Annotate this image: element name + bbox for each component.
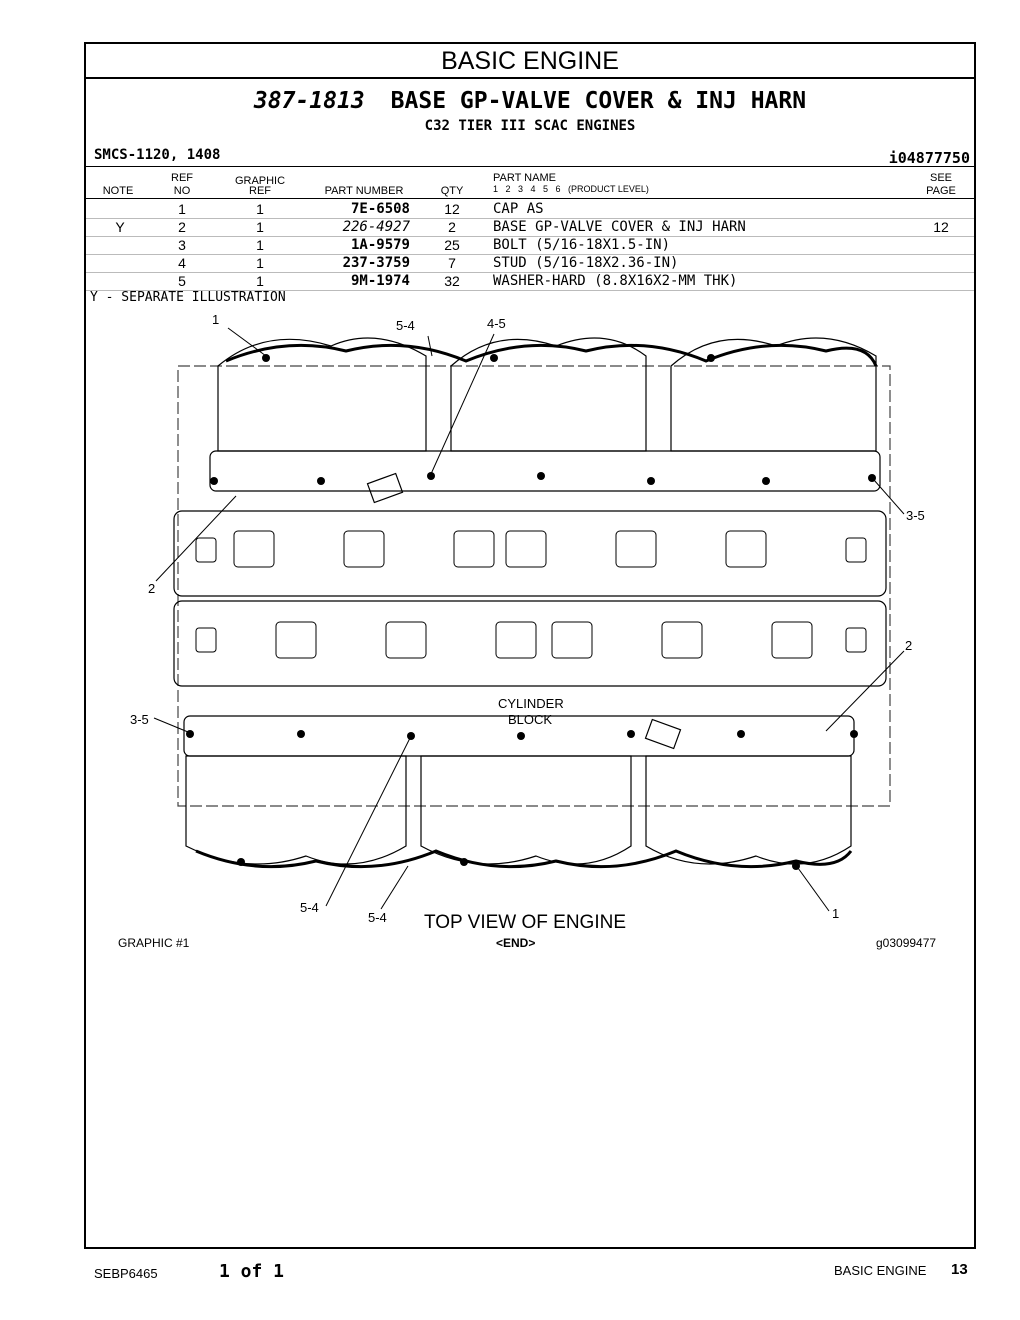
group-subtitle: C32 TIER III SCAC ENGINES [424,118,636,134]
hdr-part-number: PART NUMBER [324,185,404,197]
hdr-graphic-top: GRAPHIC [234,175,286,187]
hdr-ref-bottom: NO [173,185,191,197]
table-row: 1 1 7E-6508 12 CAP AS [86,200,974,219]
row-ref: 2 [178,219,186,235]
row-ref: 1 [178,201,186,217]
group-name: BASE GP-VALVE COVER & INJ HARN [390,88,807,114]
table-row: 3 1 1A-9579 25 BOLT (5/16-18X1.5-IN) [86,236,974,255]
row-graphic: 1 [256,201,264,217]
row-ref: 5 [178,273,186,289]
row-ref: 4 [178,255,186,271]
upper-ports [195,530,867,568]
hdr-ref-top: REF [171,172,193,184]
row-qty: 7 [448,255,456,271]
callout-3-5-left: 3-5 [130,712,149,727]
row-qty: 25 [444,237,460,253]
row-graphic: 1 [256,255,264,271]
row-part-name: BASE GP-VALVE COVER & INJ HARN [493,219,746,235]
leader-lines [153,327,905,912]
callout-1-top: 1 [212,312,219,327]
row-part-name: BOLT (5/16-18X1.5-IN) [493,237,671,253]
row-part-number: 226-4927 [342,219,410,235]
engine-top-view-illustration: 1 5-4 4-5 3-5 2 2 3-5 5-4 5-4 1 CYLINDER… [130,312,925,933]
graphic-label: GRAPHIC #1 [118,936,190,950]
hdr-note: NOTE [102,185,134,197]
hdr-part-name: PART NAME [493,172,556,184]
row-qty: 12 [444,201,460,217]
row-part-number: 9M-1974 [350,273,410,289]
table-row: Y 2 1 226-4927 2 BASE GP-VALVE COVER & I… [86,218,974,237]
lower-harness [195,849,853,869]
engine-outline [177,365,891,807]
upper-base-plate [209,450,881,492]
row-qty: 32 [444,273,460,289]
row-part-name: WASHER-HARD (8.8X16X2-MM THK) [493,273,738,289]
lower-cover-1 [185,755,407,865]
row-note: Y [115,219,125,235]
note-legend: Y - SEPARATE ILLUSTRATION [90,290,286,305]
callout-3-5-right: 3-5 [906,508,925,523]
row-graphic: 1 [256,219,264,235]
upper-cover-1 [217,337,427,452]
callout-2-right: 2 [905,638,912,653]
hdr-graphic-bottom: REF [249,185,271,197]
view-title: TOP VIEW OF ENGINE [424,912,626,933]
graphic-id: g03099477 [876,936,937,950]
callout-5-4-bottom-b: 5-4 [368,910,387,925]
footer-section: BASIC ENGINE [834,1263,927,1278]
hdr-see-bottom: PAGE [926,185,956,197]
doc-id: SEBP6465 [94,1266,158,1281]
row-ref: 3 [178,237,186,253]
cylinder-head-lower [173,600,887,687]
callout-5-4-top: 5-4 [396,318,415,333]
row-see-page[interactable]: 12 [933,219,949,235]
lower-ports [195,621,867,659]
callout-1-bottom: 1 [832,906,839,921]
bolts [186,354,876,870]
page-of: 1 of 1 [219,1261,285,1282]
callout-2-left: 2 [148,581,155,596]
end-marker: <END> [496,936,536,950]
callout-4-5-top: 4-5 [487,316,506,331]
hdr-qty: QTY [440,185,464,197]
lower-cover-3 [645,755,852,865]
row-qty: 2 [448,219,456,235]
row-part-number: 1A-9579 [350,237,410,253]
cylinder-block-label-2: BLOCK [508,712,552,727]
cylinder-head-upper [173,510,887,597]
upper-harness [225,343,878,367]
section-title: BASIC ENGINE [86,44,974,79]
table-row: 5 1 9M-1974 32 WASHER-HARD (8.8X16X2-MM … [86,272,974,291]
row-graphic: 1 [256,273,264,289]
lower-cover-2 [420,755,632,865]
header-rule-top [86,166,974,167]
table-row: 4 1 237-3759 7 STUD (5/16-18X2.36-IN) [86,254,974,273]
row-part-name: STUD (5/16-18X2.36-IN) [493,255,679,271]
smcs-code: SMCS-1120, 1408 [94,147,221,163]
hdr-see-top: SEE [929,172,952,184]
row-part-number: 7E-6508 [350,201,410,217]
group-part-number: 387-1813 [253,88,365,114]
row-part-number: 237-3759 [342,255,410,271]
header-rule-bottom [86,198,974,199]
upper-connector [366,472,404,504]
lower-connector [644,718,682,750]
cylinder-block-label-1: CYLINDER [498,696,564,711]
page-number: 13 [951,1261,968,1278]
row-part-name: CAP AS [493,201,544,217]
upper-cover-3 [670,337,877,452]
ident-number: i04877750 [888,149,970,167]
group-title: 387-1813 BASE GP-VALVE COVER & INJ HARN [86,88,974,114]
callout-5-4-bottom-a: 5-4 [300,900,319,915]
row-graphic: 1 [256,237,264,253]
hdr-product-level: 1 2 3 4 5 6 (PRODUCT LEVEL) [493,184,649,194]
